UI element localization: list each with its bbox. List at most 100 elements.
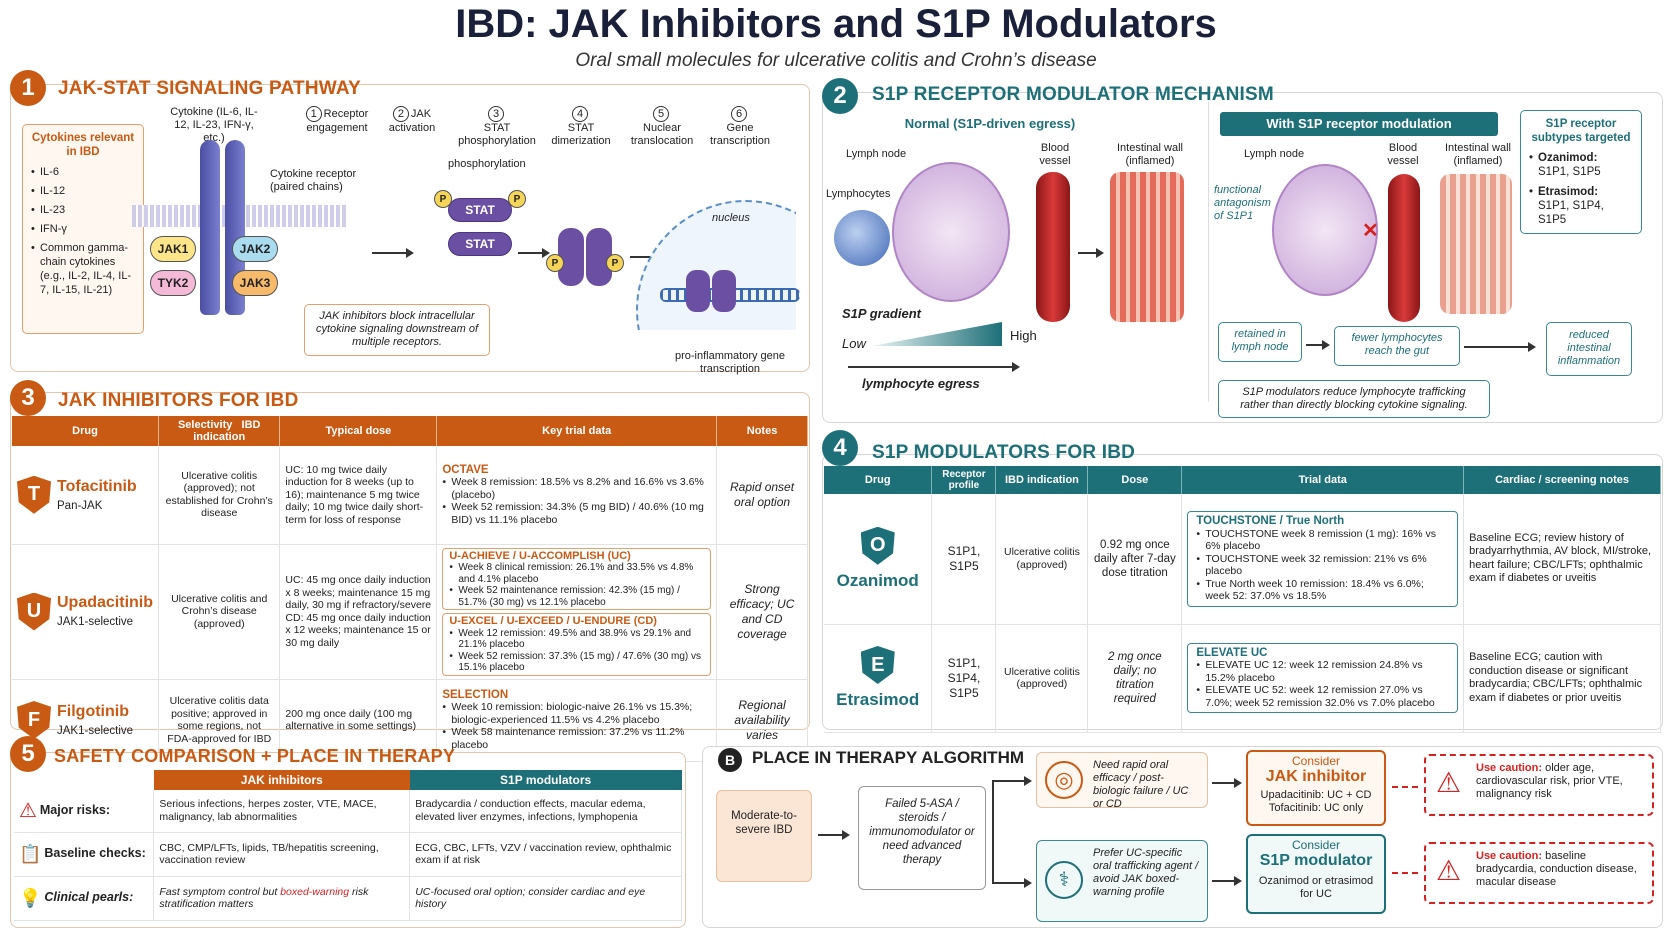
indication-cell: Ulcerative colitis (approved) [995,494,1089,625]
dose-cell: 0.92 mg once daily after 7-day dose titr… [1087,494,1183,625]
consider-label: Consider [1291,754,1341,768]
column-header: Typical dose [279,416,438,446]
column-header: Notes [716,416,808,446]
gene-transcription-label: pro-inflammatory gene transcription [674,350,786,375]
top-need-text: Need rapid oral efficacy / post-biologic… [1093,759,1189,810]
egress-label: lymphocyte egress [862,376,980,391]
blood-vessel-icon [1388,174,1420,322]
bottom-need-text: Prefer UC-specific oral trafficking agen… [1093,847,1199,898]
warning-icon: ⚠ [1436,855,1462,886]
section-1-number: 1 [10,70,46,106]
upadacitinib-shield-icon: U [17,592,51,631]
blood-vessel-label: Blood vessel [1387,142,1419,167]
step-2-number: 2 [392,106,409,122]
row-label: Baseline checks: [44,846,146,861]
section-5-title: SAFETY COMPARISON + PLACE IN THERAPY [54,746,456,766]
etrasimod-shield-icon: E [860,646,895,684]
trial-box: U-ACHIEVE / U-ACCOMPLISH (UC)Week 8 clin… [442,547,712,610]
dashed-arrow-icon [1392,786,1418,788]
subtypes-list: Ozanimod:S1P1, S1P5 Etrasimod:S1P1, S1P4… [1529,151,1633,227]
caution-jak-box: ⚠ Use caution: older age, cardiovascular… [1424,754,1654,816]
trial-list: Week 12 remission: 49.5% and 38.9% vs 29… [449,628,704,674]
trial-item: Week 8 clinical remission: 26.1% and 33.… [449,562,704,585]
step-5-number: 5 [653,106,669,122]
trial-list: TOUCHSTONE week 8 remission (1 mg): 16% … [1196,528,1449,603]
column-header: Cardiac / screening notes [1463,466,1661,494]
caution-label: Use caution: [1476,850,1543,862]
header-selectivity: Selectivity [177,419,233,431]
step-4-number: 4 [572,106,588,122]
arrow-icon [1008,878,1032,888]
consider-s1p-name: S1P modulator [1259,852,1373,869]
trial-cell: TOUCHSTONE / True NorthTOUCHSTONE week 8… [1181,494,1465,625]
reduced-inflammation-box: reduced intestinal inflammation [1546,322,1632,376]
safety-table-header: JAK inhibitors S1P modulators [14,770,682,790]
s1p-cell: UC-focused oral option; consider cardiac… [409,876,682,921]
trial-list: Week 8 remission: 18.5% vs 8.2% and 16.6… [442,476,711,526]
cytokine-item: IFN-γ [31,222,135,236]
jak-inhibitor-note: JAK inhibitors block intracellular cytok… [304,304,490,356]
divider [1208,102,1209,402]
person-icon: ⚕ [1045,861,1083,899]
trial-item: True North week 10 remission: 18.4% vs 6… [1196,578,1449,603]
gradient-low-label: Low [842,336,866,351]
page-title: IBD: JAK Inhibitors and S1P Modulators [455,2,1217,46]
top-need-box: ◎ Need rapid oral efficacy / post-biolog… [1036,752,1208,810]
step-5-label: Nuclear translocation [630,122,694,147]
drug-cell: E Etrasimod [824,624,933,733]
subtypes-box: S1P receptor subtypes targeted Ozanimod:… [1520,110,1642,234]
cytokine-item: IL-23 [31,203,135,217]
trial-item: Week 12 remission: 49.5% and 38.9% vs 29… [449,628,704,651]
step-2-label: JAK activation [388,108,436,134]
jak3-pill: JAK3 [232,270,278,296]
phosphate-badge: P [546,254,564,272]
jak-cell: Serious infections, herpes zoster, VTE, … [153,790,411,833]
indication-cell: Ulcerative colitis data positive; approv… [158,679,281,762]
lightbulb-icon: 💡 [19,888,42,909]
pearl-text: Fast symptom control but [159,885,281,898]
column-header: Trial data [1181,466,1465,494]
failed-box: Failed 5-ASA / steroids / immunomodulato… [858,786,986,890]
dose-cell: UC: 45 mg once daily induction x 8 weeks… [279,544,438,680]
page-subtitle: Oral small molecules for ulcerative coli… [575,50,1097,71]
trial-name: U-ACHIEVE / U-ACCOMPLISH (UC) [449,549,631,562]
subtype-drug: Etrasimod: [1538,186,1599,198]
subtype-value: S1P1, S1P4, S1P5 [1538,200,1604,226]
step-1-label: Receptor engagement [306,108,369,134]
trial-name: OCTAVE [442,463,489,476]
trial-name: U-EXCEL / U-EXCEED / U-ENDURE (CD) [449,615,657,627]
column-header: Selectivity IBD indication [158,416,281,446]
section-2-number: 2 [822,78,858,114]
trial-cell: OCTAVEWeek 8 remission: 18.5% vs 8.2% an… [436,446,718,545]
consider-s1p-detail: Ozanimod or etrasimod for UC [1258,875,1374,900]
boxed-warning-text: boxed-warning [280,885,350,898]
arrow-icon [818,830,850,840]
lymph-node-label: Lymph node [846,148,907,160]
branch-connector [992,780,1008,884]
cytokines-list: IL-6 IL-12 IL-23 IFN-γ Common gamma-chai… [31,165,135,297]
s1p-gradient-label: S1P gradient [842,306,921,321]
cytokine-label: Cytokine (IL-6, IL-12, IL-23, IFN-γ, etc… [170,106,258,144]
trial-item: Week 8 remission: 18.5% vs 8.2% and 16.6… [442,476,711,501]
stat-dimer-icon [686,270,710,312]
trial-box: U-EXCEL / U-EXCEED / U-ENDURE (CD)Week 1… [442,613,712,676]
pearl-text: risk stratification matters [159,885,369,911]
drug-selectivity: Pan-JAK [57,499,103,512]
consider-jak-box: Consider JAK inhibitor Upadacitinib: UC … [1246,750,1386,826]
subtype-item: Etrasimod: S1P1, S1P4, S1P5 [1529,185,1633,227]
dose-cell: UC: 10 mg twice daily induction for 8 we… [279,446,438,545]
lymph-node-label: Lymph node [1244,148,1305,160]
notes-cell: Strong efficacy; UC and CD coverage [716,544,808,680]
trial-list: Week 10 remission: biologic-naive 26.1% … [442,701,711,751]
receptor-chain-left [200,140,220,315]
trial-name: ELEVATE UC [1196,646,1268,659]
drug-name: Etrasimod [836,690,920,709]
normal-title: Normal (S1P-driven egress) [904,116,1076,131]
section-4-title: S1P MODULATORS FOR IBD [872,442,1136,463]
